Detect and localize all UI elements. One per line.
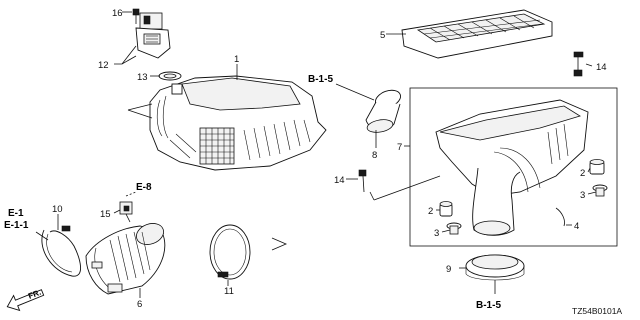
bolt-14-lower[interactable]: [358, 169, 367, 193]
front-label: FR.: [27, 288, 42, 301]
callout-1: 1: [234, 54, 239, 65]
intake-duct-8[interactable]: [365, 87, 403, 134]
air-filter-element-5[interactable]: [401, 9, 553, 59]
callout-9: 9: [446, 264, 451, 275]
callout-5: 5: [380, 30, 385, 41]
air-cleaner-case-7[interactable]: [435, 99, 589, 236]
diagram-code: TZ54B0101A: [572, 306, 622, 316]
seal-9[interactable]: [465, 254, 525, 281]
callout-14-upper: 14: [596, 62, 607, 73]
ref-e8[interactable]: E-8: [136, 182, 152, 193]
intake-hose-6[interactable]: [85, 220, 167, 295]
clamp-clip-15[interactable]: [119, 201, 133, 223]
callout-3-upper: 3: [580, 190, 585, 201]
callout-11: 11: [224, 286, 234, 297]
callout-14-lower: 14: [334, 175, 345, 186]
hose-clamp-11[interactable]: [209, 224, 251, 280]
callout-8: 8: [372, 150, 377, 161]
bolt-14-upper[interactable]: [573, 51, 584, 77]
screw-16[interactable]: [132, 8, 140, 24]
callout-15: 15: [100, 209, 111, 220]
callout-10: 10: [52, 204, 63, 215]
callout-2-lower: 2: [428, 206, 433, 217]
ref-e11[interactable]: E-1-1: [4, 220, 29, 231]
hose-clamp-10[interactable]: [41, 225, 81, 277]
front-arrow-icon: [6, 289, 45, 312]
callout-2-upper: 2: [580, 168, 585, 179]
callout-7: 7: [397, 142, 402, 153]
airflow-sensor-12[interactable]: [135, 12, 171, 59]
callout-3-lower: 3: [434, 228, 439, 239]
callout-6: 6: [137, 299, 142, 310]
callout-16: 16: [112, 8, 123, 19]
grommet-2-lower[interactable]: [439, 201, 453, 217]
callout-4: 4: [574, 221, 579, 232]
ref-b15-bottom[interactable]: B-1-5: [476, 300, 501, 311]
gasket-13[interactable]: [158, 71, 182, 81]
callout-12: 12: [98, 60, 109, 71]
collar-3-upper[interactable]: [592, 184, 608, 197]
leader-lines: [35, 11, 597, 298]
grommet-2-upper[interactable]: [589, 159, 605, 175]
lower-case-group-frame: [409, 87, 618, 247]
callout-13: 13: [137, 72, 148, 83]
air-cleaner-cover-1[interactable]: [149, 75, 327, 171]
ref-e1[interactable]: E-1: [8, 208, 24, 219]
clip-4[interactable]: [555, 207, 565, 227]
ref-b15-top[interactable]: B-1-5: [308, 74, 333, 85]
collar-3-lower[interactable]: [446, 222, 462, 235]
